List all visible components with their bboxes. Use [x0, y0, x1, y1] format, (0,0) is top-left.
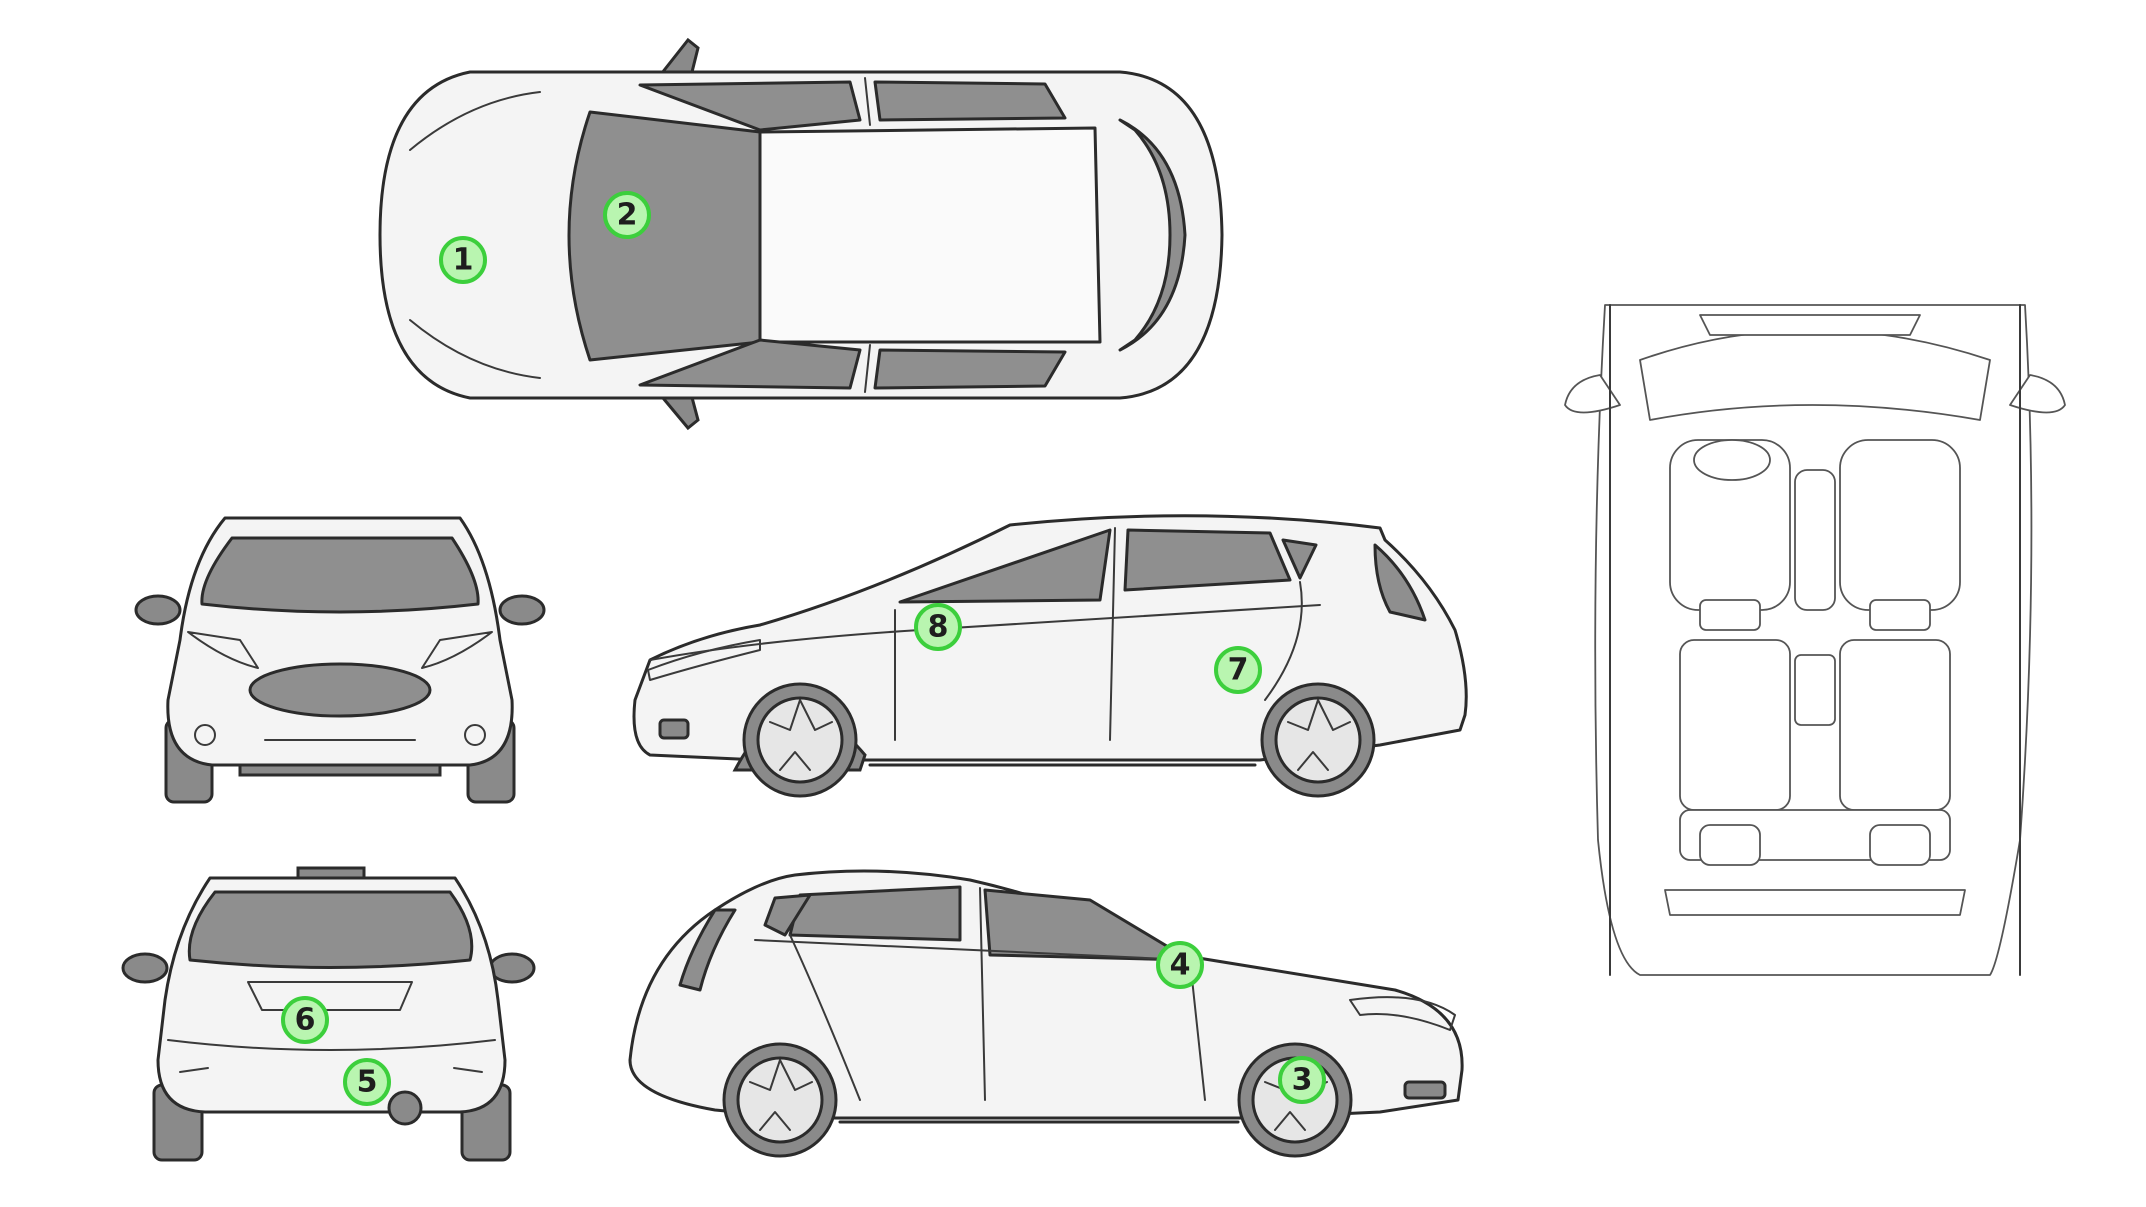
car-top-view-icon [378, 37, 1224, 431]
car-rear-view-icon [121, 866, 536, 1162]
damage-marker-8[interactable]: 8 [914, 603, 962, 651]
damage-marker-6[interactable]: 6 [281, 996, 329, 1044]
damage-marker-4[interactable]: 4 [1156, 941, 1204, 989]
car-interior-view-icon [1564, 304, 2066, 976]
marker-label: 1 [453, 243, 474, 278]
damage-marker-7[interactable]: 7 [1214, 646, 1262, 694]
car-right-side-view-icon [628, 869, 1464, 1158]
damage-marker-5[interactable]: 5 [343, 1058, 391, 1106]
damage-marker-3[interactable]: 3 [1278, 1056, 1326, 1104]
marker-label: 8 [928, 610, 949, 645]
marker-label: 5 [357, 1065, 378, 1100]
marker-label: 2 [617, 198, 638, 233]
damage-marker-2[interactable]: 2 [603, 191, 651, 239]
marker-label: 7 [1228, 653, 1249, 688]
car-front-view-icon [134, 516, 546, 804]
marker-label: 4 [1170, 948, 1191, 983]
damage-marker-1[interactable]: 1 [439, 236, 487, 284]
marker-label: 3 [1292, 1063, 1313, 1098]
marker-label: 6 [295, 1003, 316, 1038]
car-left-side-view-icon [632, 514, 1468, 798]
